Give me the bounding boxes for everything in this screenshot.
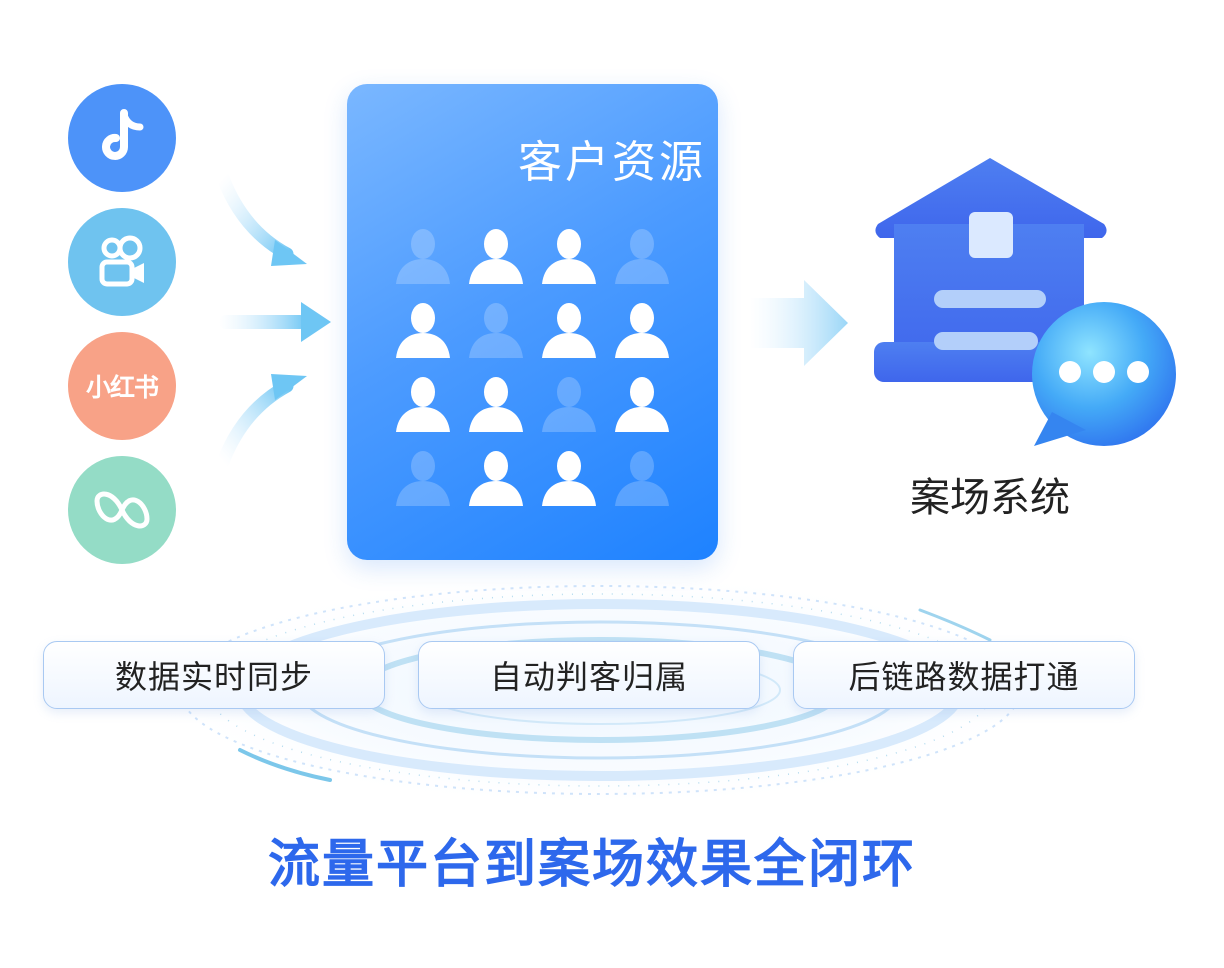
- customer-icon-faded: [613, 228, 671, 288]
- xiaohongshu-circle: 小红书: [68, 332, 176, 440]
- customer-icon: [540, 302, 598, 362]
- kuaishou-circle: [68, 208, 176, 316]
- customer-icon-faded: [467, 302, 525, 362]
- customer-icon: [467, 376, 525, 436]
- customer-resource-card: [347, 84, 718, 560]
- closed-loop-tagline: 流量平台到案场效果全闭环: [267, 835, 916, 895]
- customer-icon: [467, 228, 525, 288]
- shipinhao-circle: [68, 456, 176, 564]
- customer-icon: [540, 450, 598, 510]
- arrow-top: [216, 171, 307, 266]
- customer-icon: [613, 376, 671, 436]
- feature-pill-auto-attribution: 自动判客归属: [418, 641, 760, 709]
- arrow-bottom: [216, 374, 307, 469]
- xiaohongshu-logo: 小红书: [85, 373, 159, 402]
- douyin-icon: [102, 109, 144, 160]
- douyin-circle: [68, 84, 176, 192]
- customer-grid: [394, 228, 674, 518]
- customer-icon: [394, 376, 452, 436]
- customer-icon-faded: [613, 450, 671, 510]
- customer-icon-faded: [540, 376, 598, 436]
- customer-icon: [467, 450, 525, 510]
- house-chat-icon: [874, 158, 1176, 446]
- customer-icon: [613, 302, 671, 362]
- customer-icon-faded: [394, 228, 452, 288]
- customer-icon: [394, 302, 452, 362]
- feature-pill-data-link: 后链路数据打通: [793, 641, 1135, 709]
- feature-pill-realtime-sync: 数据实时同步: [43, 641, 385, 709]
- arrow-middle: [219, 302, 331, 342]
- infinity-icon: [94, 491, 150, 529]
- resource-card-title: 客户资源: [518, 137, 706, 188]
- arrow-to-site: [750, 280, 848, 366]
- site-system-label: 案场系统: [910, 475, 1070, 521]
- customer-icon-faded: [394, 450, 452, 510]
- kuaishou-icon: [99, 235, 144, 287]
- customer-icon: [540, 228, 598, 288]
